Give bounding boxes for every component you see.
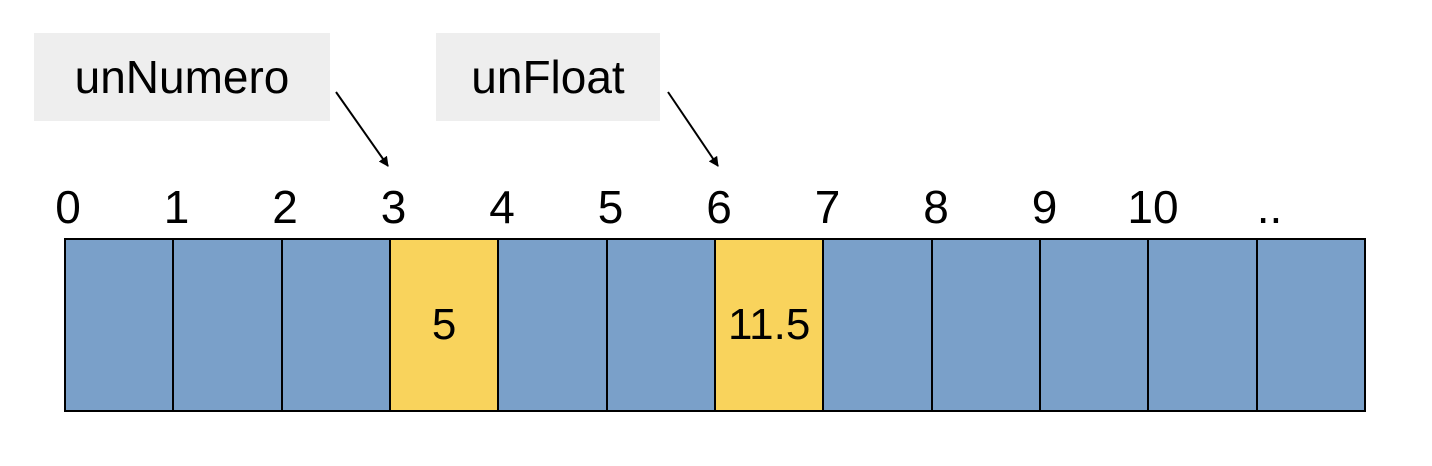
- memory-index-label: 1: [163, 181, 190, 233]
- variable-name: unFloat: [471, 51, 625, 103]
- arrow-unfloat: [667, 91, 719, 167]
- cell-value: 5: [431, 300, 457, 349]
- memory-cell: [932, 240, 1041, 410]
- arrow-unnumero: [335, 91, 389, 167]
- memory-index-label: 7: [814, 181, 841, 233]
- memory-index-label: ..: [1256, 181, 1283, 233]
- memory-cell: [607, 240, 716, 410]
- memory-index-label: 2: [272, 181, 298, 233]
- memory-index-label: 3: [380, 181, 407, 233]
- memory-cell: [282, 240, 391, 410]
- memory-index-label: 8: [923, 181, 949, 233]
- memory-cell: [1040, 240, 1150, 410]
- memory-cell: [1257, 240, 1364, 410]
- memory-index-label: 5: [597, 181, 624, 233]
- variable-label-unfloat: unFloat: [436, 33, 660, 121]
- variable-label-unnumero: unNumero: [34, 33, 330, 121]
- memory-cell: [824, 240, 933, 410]
- cell-value: 11.5: [727, 300, 811, 349]
- memory-index-label: 0: [55, 181, 81, 233]
- variable-name: unNumero: [74, 51, 290, 103]
- memory-cell: [1149, 240, 1258, 410]
- memory-cell: [499, 240, 608, 410]
- memory-cell-highlighted: 5: [390, 240, 500, 410]
- memory-cell: [66, 240, 175, 410]
- memory-index-label: 9: [1031, 181, 1058, 233]
- memory-index-label: 6: [706, 181, 732, 233]
- memory-index-label: 4: [489, 181, 515, 233]
- memory-cell-highlighted: 11.5: [715, 240, 825, 410]
- memory-index-label: 10: [1127, 181, 1179, 233]
- memory-cell: [174, 240, 283, 410]
